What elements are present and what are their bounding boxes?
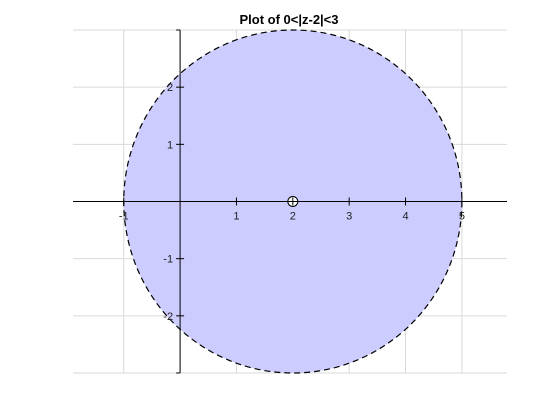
x-tick-label: 5 (459, 211, 465, 223)
y-tick-label: 2 (167, 82, 173, 94)
tick-labels: -1 1 2 3 4 5 -2 -1 1 2 (119, 82, 465, 323)
x-tick-label: 3 (346, 211, 352, 223)
x-tick-label: 1 (233, 211, 239, 223)
chart-title: Plot of 0<|z-2|<3 (239, 12, 338, 27)
axes (73, 29, 507, 374)
y-tick-label: -2 (163, 311, 173, 323)
x-tick-label: 4 (402, 211, 408, 223)
y-tick-label: 1 (167, 139, 173, 151)
x-tick-label: 2 (290, 211, 296, 223)
y-tick-label: -1 (163, 254, 173, 266)
x-tick-label: -1 (119, 211, 129, 223)
